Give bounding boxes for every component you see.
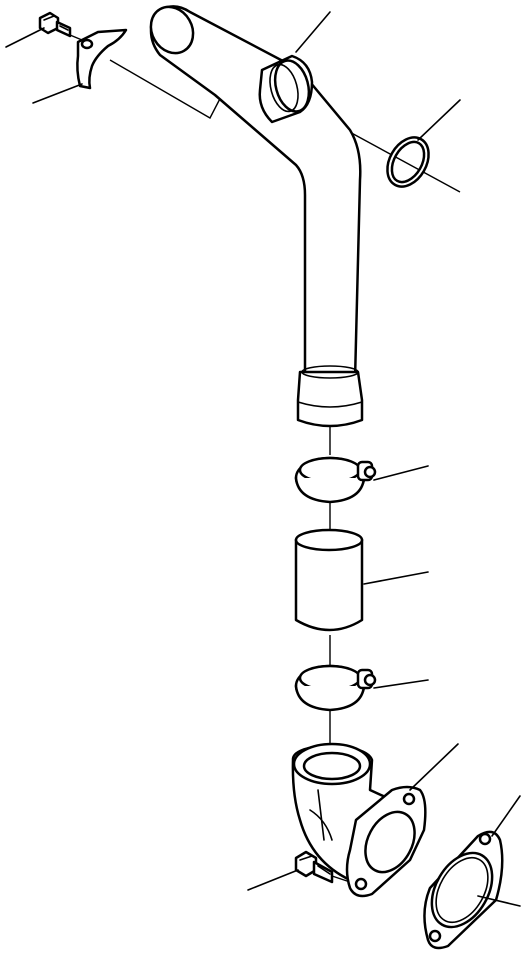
upper-hose-clamp [294, 456, 377, 504]
assembly-centerlines [57, 29, 461, 883]
leader-lower-clamp [373, 679, 429, 689]
flange-gasket [423, 830, 504, 950]
lower-bolt [294, 850, 334, 884]
leader-bracket [32, 83, 83, 104]
leader-lines [5, 11, 521, 907]
lower-hose-clamp [294, 664, 377, 712]
leader-gasket [491, 795, 521, 837]
rubber-hose [294, 528, 364, 632]
leader-gasket-lower [477, 895, 521, 907]
o-ring [386, 136, 430, 188]
leader-elbow [409, 743, 459, 791]
leader-intake-tube [295, 11, 331, 53]
leader-hose [363, 571, 429, 585]
upper-bolt [38, 11, 72, 38]
bent-intake-tube [149, 5, 364, 428]
leader-o-ring [417, 99, 461, 141]
leader-upper-clamp [373, 465, 429, 481]
mounting-bracket [76, 28, 128, 90]
elbow-connector [291, 742, 427, 898]
leader-lower-bolt [247, 869, 299, 891]
leader-upper-bolt [5, 27, 45, 48]
